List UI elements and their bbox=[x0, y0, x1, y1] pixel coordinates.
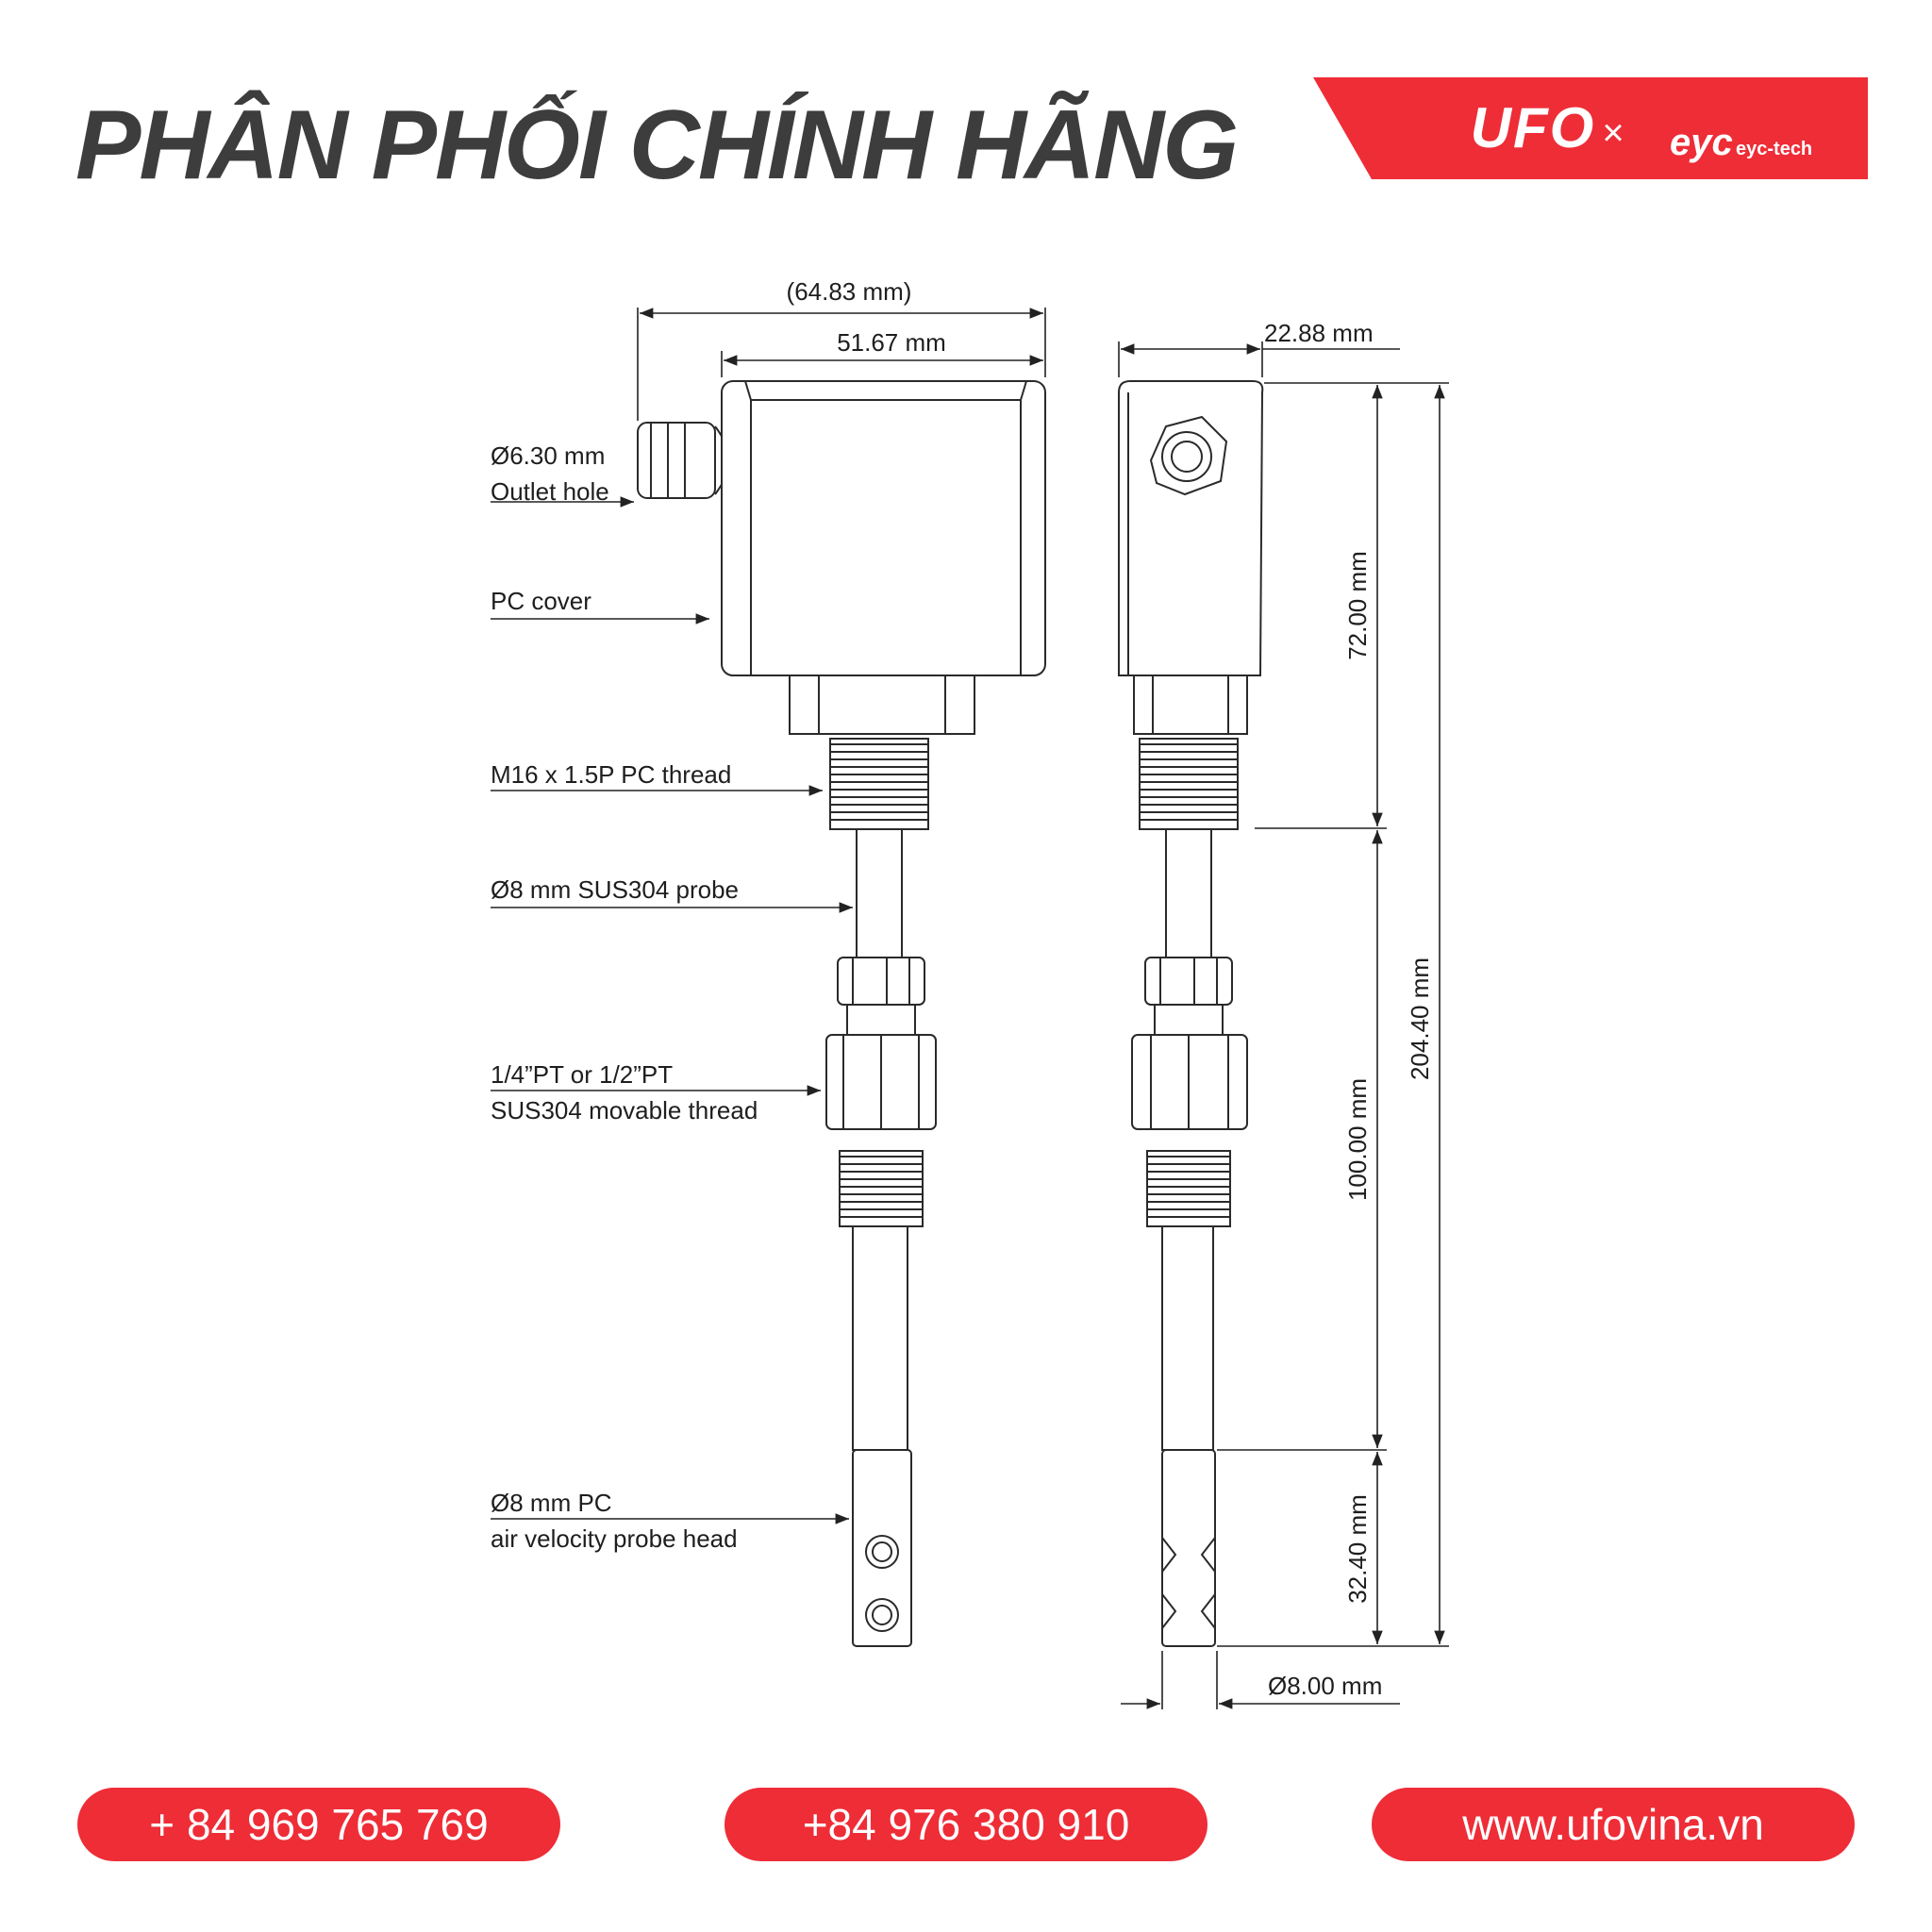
dim-tip-diameter: Ø8.00 mm bbox=[1268, 1672, 1382, 1700]
brand-banner-background bbox=[1313, 77, 1868, 179]
side-small-nut bbox=[1144, 957, 1233, 1006]
contact-bar: + 84 969 765 769 +84 976 380 910 www.ufo… bbox=[0, 1788, 1932, 1861]
dim-tip-length: 32.40 mm bbox=[1343, 1494, 1372, 1604]
label-pc-thread: M16 x 1.5P PC thread bbox=[491, 760, 731, 789]
label-probe-head-diameter: Ø8 mm PC bbox=[491, 1489, 612, 1517]
brand-separator: × bbox=[1602, 112, 1624, 154]
website-link[interactable]: www.ufovina.vn bbox=[1372, 1788, 1855, 1861]
side-lower-thread bbox=[1146, 1150, 1231, 1227]
label-outlet-hole: Outlet hole bbox=[491, 477, 609, 506]
label-pc-cover: PC cover bbox=[491, 587, 591, 615]
phone-1-button[interactable]: + 84 969 765 769 bbox=[77, 1788, 560, 1861]
side-probe-head bbox=[1161, 1449, 1216, 1647]
front-thread bbox=[829, 738, 929, 830]
label-movable-thread-size: 1/4”PT or 1/2”PT bbox=[491, 1060, 673, 1089]
front-probe-lower bbox=[852, 1225, 908, 1451]
outlet-gland bbox=[637, 422, 729, 499]
front-lower-thread bbox=[839, 1150, 924, 1227]
side-probe-upper bbox=[1165, 828, 1212, 958]
dim-body-width: 51.67 mm bbox=[837, 328, 946, 357]
dim-side-depth: 22.88 mm bbox=[1264, 319, 1374, 347]
label-sus304-probe: Ø8 mm SUS304 probe bbox=[491, 875, 739, 904]
side-thread bbox=[1139, 738, 1239, 830]
front-neck bbox=[789, 675, 975, 735]
front-large-nut bbox=[825, 1034, 937, 1130]
side-gland-hex bbox=[1149, 415, 1228, 496]
dimension-lines bbox=[491, 308, 1449, 1709]
side-collar bbox=[1154, 1004, 1224, 1036]
dim-probe-length: 100.00 mm bbox=[1343, 1078, 1372, 1201]
front-collar bbox=[846, 1004, 916, 1036]
dim-head-height: 72.00 mm bbox=[1343, 551, 1372, 660]
front-view bbox=[637, 380, 1046, 1647]
phone-2-text: +84 976 380 910 bbox=[802, 1800, 1130, 1849]
ufo-logo: UFO bbox=[1471, 96, 1596, 159]
phone-1-text: + 84 969 765 769 bbox=[149, 1800, 489, 1849]
pc-cover-body bbox=[721, 380, 1046, 676]
label-outlet-diameter: Ø6.30 mm bbox=[491, 441, 605, 470]
front-probe-upper bbox=[856, 828, 903, 958]
front-probe-head bbox=[852, 1449, 912, 1647]
brand-banner: UFO × eyc eyc-tech bbox=[1313, 77, 1868, 179]
phone-2-button[interactable]: +84 976 380 910 bbox=[724, 1788, 1208, 1861]
dim-overall-width: (64.83 mm) bbox=[787, 277, 912, 306]
website-text: www.ufovina.vn bbox=[1462, 1800, 1764, 1849]
label-movable-thread: SUS304 movable thread bbox=[491, 1096, 758, 1124]
dim-total-length: 204.40 mm bbox=[1406, 958, 1434, 1080]
eyc-logo-mark: eyc bbox=[1670, 122, 1733, 163]
side-view bbox=[1118, 380, 1264, 1647]
page-title: PHÂN PHỐI CHÍNH HÃNG bbox=[75, 91, 1239, 200]
side-neck bbox=[1133, 675, 1248, 735]
front-small-nut bbox=[837, 957, 925, 1006]
side-large-nut bbox=[1131, 1034, 1248, 1130]
eyc-tech-logo-text: eyc-tech bbox=[1736, 139, 1812, 159]
label-probe-head: air velocity probe head bbox=[491, 1524, 738, 1553]
side-probe-lower bbox=[1161, 1225, 1214, 1451]
